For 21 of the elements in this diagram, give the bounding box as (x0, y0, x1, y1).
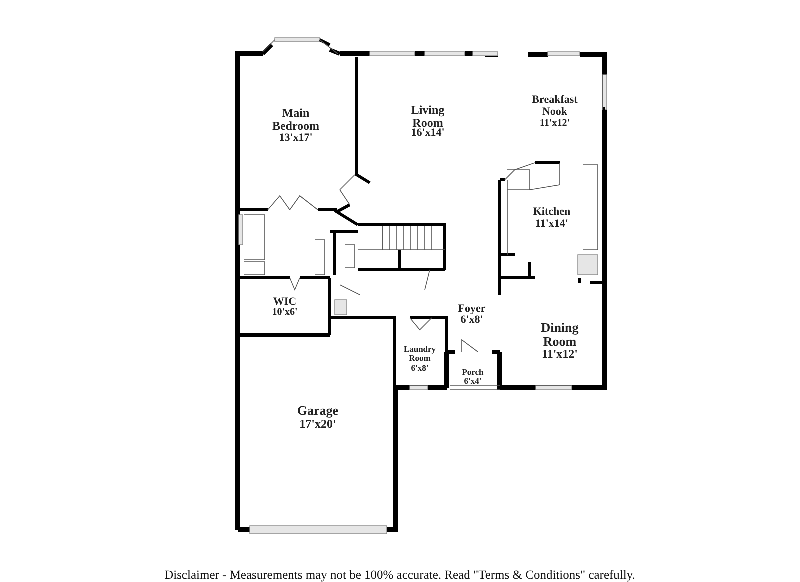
room-dimensions: 16'x14' (410, 128, 446, 140)
room-dimensions: 13'x17' (278, 133, 314, 144)
room-name: Garage (296, 404, 340, 418)
room-dimensions: 11'x14' (534, 219, 570, 230)
room-name: Living Room (410, 104, 446, 129)
room-name: Dining Room (540, 321, 580, 348)
room-name: Main Bedroom (271, 107, 321, 132)
room-name: Porch (461, 368, 485, 377)
room-name: Kitchen (532, 207, 572, 218)
room-dimensions: 6'x8' (460, 315, 484, 326)
disclaimer-text: Disclaimer - Measurements may not be 100% accurate. Read "Terms & Conditions" carefully. (164, 568, 636, 582)
room-name: WIC (272, 297, 298, 308)
room-dimensions: 11'x12' (540, 348, 579, 360)
room-name: Laundry Room (402, 345, 438, 363)
room-dimensions: 11'x12' (538, 119, 571, 130)
room-dimensions: 6'x8' (410, 364, 430, 373)
room-dimensions: 6'x4' (463, 377, 483, 386)
room-name: Breakfast Nook (531, 95, 579, 118)
room-dimensions: 17'x20' (300, 418, 336, 430)
room-name: Foyer (457, 304, 487, 316)
room-dimensions: 10'x6' (271, 308, 299, 318)
